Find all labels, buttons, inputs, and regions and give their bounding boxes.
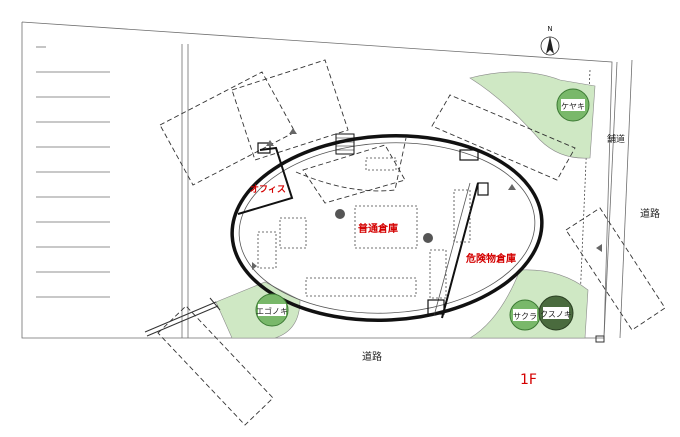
- label-hazmat-warehouse: 危険物倉庫: [466, 252, 516, 265]
- tree-kusunoki: クスノキ: [538, 295, 574, 331]
- floor-label: 1F: [520, 372, 537, 388]
- mezzanine-edge: [295, 137, 407, 192]
- stairs: [335, 133, 355, 155]
- tree-keyaki: ケヤキ: [556, 88, 590, 122]
- north-arrow-icon: N: [540, 25, 560, 56]
- gate-post: [595, 335, 605, 343]
- label-office: オフィス: [250, 184, 286, 195]
- column: [335, 209, 345, 219]
- tree-label-sakura: サクラ: [513, 312, 537, 321]
- racks: [257, 157, 471, 299]
- sidewalk-edge: [579, 59, 633, 339]
- vehicle-outlines: [157, 59, 666, 426]
- tree-label-keyaki: ケヤキ: [561, 102, 585, 111]
- label-road-bottom: 道路: [362, 350, 382, 363]
- label-general-warehouse: 普通倉庫: [358, 222, 398, 235]
- interior-walls: [237, 142, 489, 319]
- tree-enoki: エゴノキ: [255, 293, 289, 327]
- entrance-markers: [252, 128, 602, 270]
- column: [423, 233, 433, 243]
- north-label: N: [547, 25, 552, 33]
- label-road-right: 道路: [640, 207, 660, 220]
- gate: [144, 297, 221, 337]
- tree-sakura: サクラ: [509, 299, 541, 331]
- building-outline: [230, 134, 544, 322]
- tree-label-kusunoki: クスノキ: [540, 310, 572, 319]
- parking-stalls: [36, 46, 110, 298]
- label-sidewalk: 舗道: [607, 133, 625, 145]
- tree-label-enoki: エゴノキ: [256, 306, 288, 316]
